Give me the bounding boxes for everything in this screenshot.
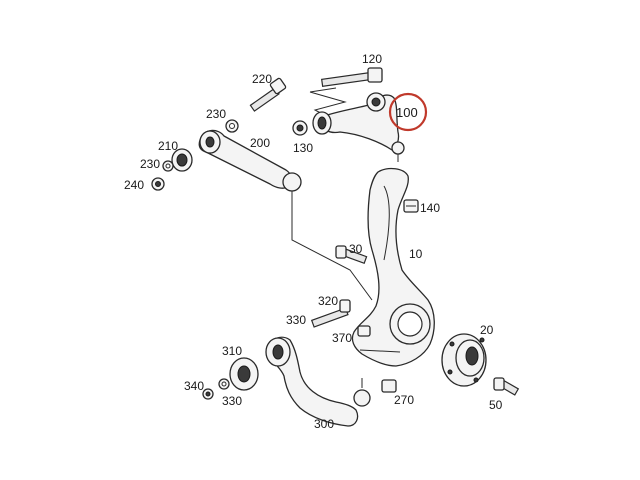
label-100: 100 (396, 105, 418, 120)
label-320: 320 (318, 294, 338, 308)
label-120: 120 (362, 52, 382, 66)
label-130: 130 (293, 141, 313, 155)
lower-control-arm-300 (265, 336, 371, 427)
label-140: 140 (420, 201, 440, 215)
nut-270 (381, 379, 397, 393)
leader-strut-to-knuckle (291, 204, 373, 301)
bolt-220 (249, 77, 287, 112)
washer-330-lower (218, 378, 230, 390)
nut-130 (292, 120, 308, 136)
label-50: 50 (489, 398, 503, 412)
bolt-120 (309, 67, 383, 93)
label-200: 200 (250, 136, 270, 150)
bushing-310 (229, 357, 259, 391)
strut-arm-200 (198, 129, 302, 204)
bolt-50 (493, 377, 520, 396)
nut-370 (357, 325, 371, 337)
bolt-30 (335, 245, 368, 265)
label-330-lower: 330 (222, 394, 242, 408)
label-310: 310 (222, 344, 242, 358)
label-220: 220 (252, 72, 272, 86)
nut-140 (403, 199, 419, 213)
nut-340 (202, 388, 214, 400)
bushing-210 (171, 148, 193, 172)
steering-knuckle-10 (351, 167, 435, 367)
label-340: 340 (184, 379, 204, 393)
nut-240 (151, 177, 165, 191)
label-270: 270 (394, 393, 414, 407)
label-240: 240 (124, 178, 144, 192)
label-300: 300 (314, 417, 334, 431)
upper-control-arm-100 (312, 92, 405, 162)
label-210: 210 (158, 139, 178, 153)
label-230-upper: 230 (206, 107, 226, 121)
bolt-320 (310, 299, 351, 328)
label-30: 30 (349, 242, 363, 256)
label-370: 370 (332, 331, 352, 345)
label-20: 20 (480, 323, 494, 337)
label-230-left: 230 (140, 157, 160, 171)
label-10: 10 (409, 247, 423, 261)
washer-230-upper (225, 119, 239, 133)
washer-230-left (162, 160, 174, 172)
highlight-ring-100 (388, 92, 428, 132)
label-330-upper: 330 (286, 313, 306, 327)
wheel-hub-20 (441, 333, 487, 387)
